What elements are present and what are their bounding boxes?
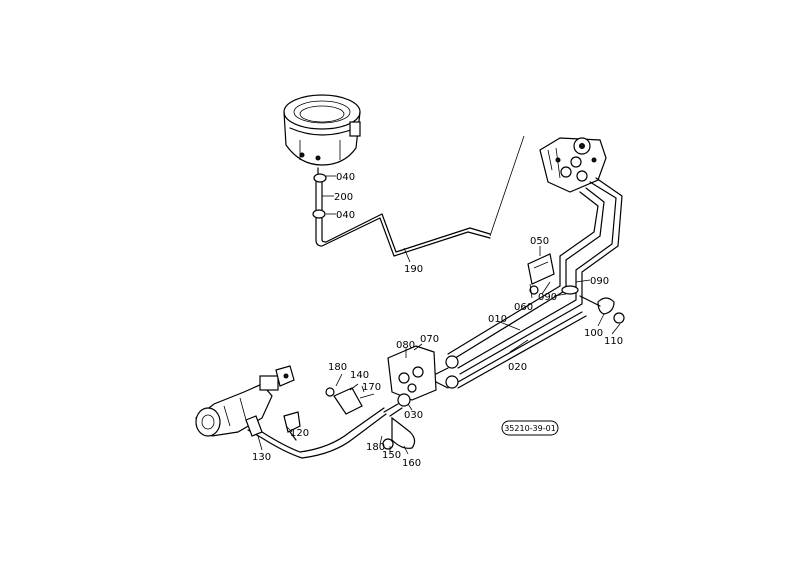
label-140: 140 — [350, 370, 369, 381]
bracket-070 — [387, 345, 449, 401]
pipes-010-020 — [445, 177, 623, 389]
label-190: 190 — [404, 264, 423, 275]
part-labels: 040 200 040 190 050 090 090 060 010 020 … — [252, 172, 623, 469]
fitting-030 — [382, 393, 416, 450]
label-040-bottom: 040 — [336, 210, 355, 221]
label-050: 050 — [530, 236, 549, 247]
bracket-140 — [325, 387, 375, 415]
label-150: 150 — [382, 450, 401, 461]
label-110: 110 — [604, 336, 623, 347]
label-010: 010 — [488, 314, 507, 325]
label-130: 130 — [252, 452, 271, 463]
reference-code-box: 35210-39-01 — [501, 420, 559, 436]
reservoir-hose — [312, 167, 327, 241]
label-120: 120 — [290, 428, 309, 439]
leader-lines — [257, 175, 621, 455]
pump-hoses — [245, 407, 387, 459]
label-070: 070 — [420, 334, 439, 345]
clamp-100 — [579, 295, 625, 324]
label-180-top: 180 — [328, 362, 347, 373]
reference-code: 35210-39-01 — [504, 424, 556, 433]
label-060: 060 — [514, 302, 533, 313]
label-090-left: 090 — [538, 292, 557, 303]
reservoir-tank — [283, 94, 361, 166]
hydraulic-pump — [195, 365, 295, 437]
label-180-bottom: 180 — [366, 442, 385, 453]
label-040-top: 040 — [336, 172, 355, 183]
label-170: 170 — [362, 382, 381, 393]
label-020: 020 — [508, 362, 527, 373]
pipe-190 — [315, 135, 525, 257]
label-200: 200 — [334, 192, 353, 203]
label-160: 160 — [402, 458, 421, 469]
bracket-050 — [527, 253, 555, 299]
label-090-right: 090 — [590, 276, 609, 287]
control-valve — [539, 137, 607, 193]
label-100: 100 — [584, 328, 603, 339]
label-030: 030 — [404, 410, 423, 421]
label-080: 080 — [396, 340, 415, 351]
